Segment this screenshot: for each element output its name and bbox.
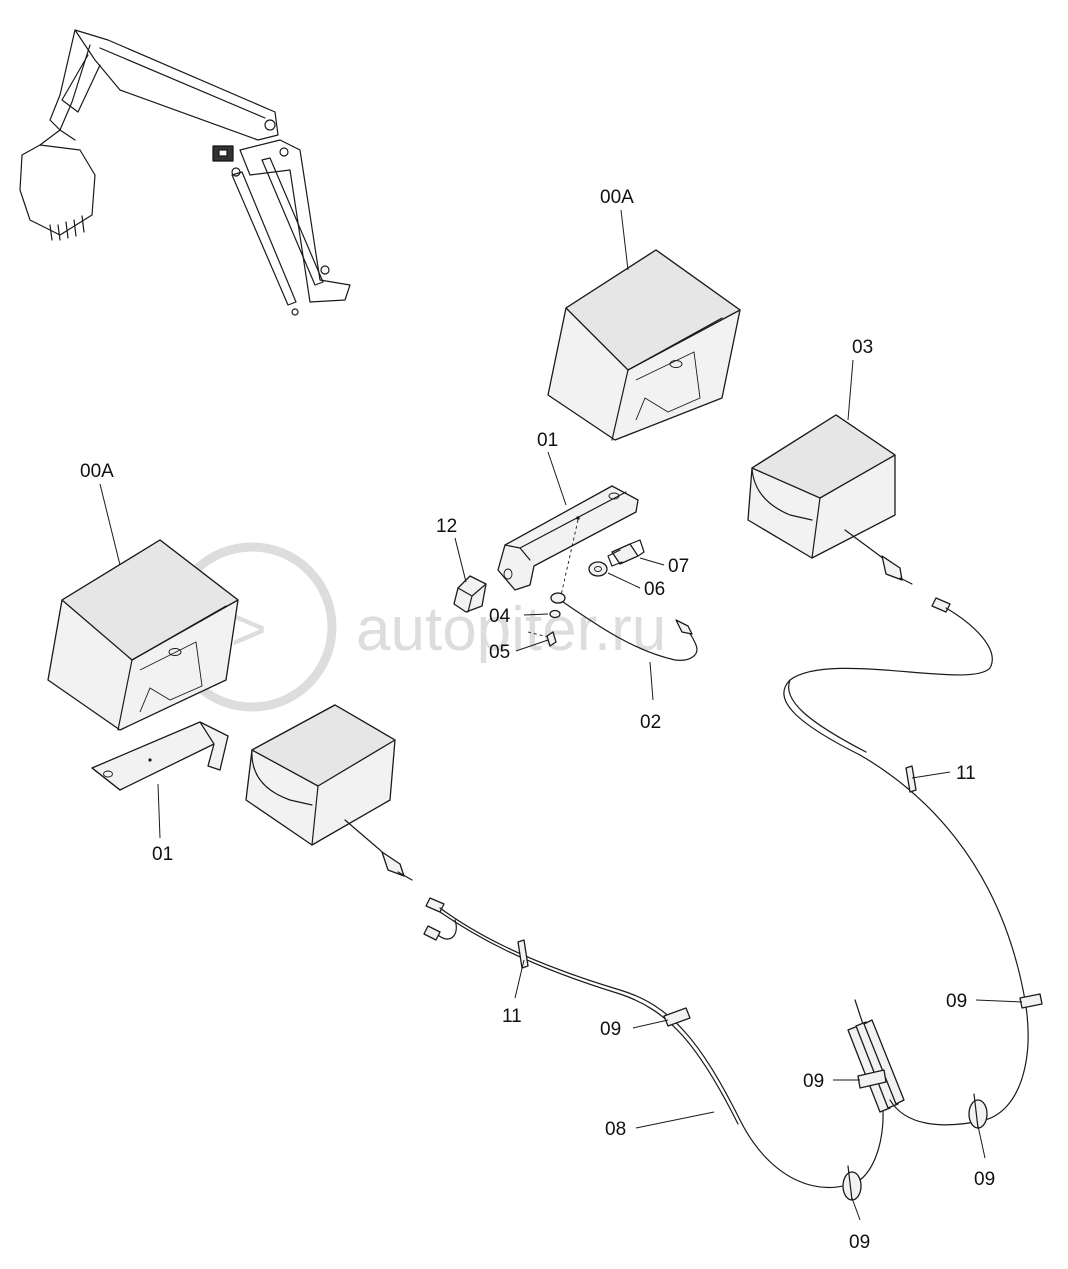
callout-clip-09-right-lower: 09 [974,1169,995,1190]
callout-clip-09-bottom: 09 [849,1232,870,1253]
clip-09-right-upper [1019,993,1043,1009]
callout-screw-05: 05 [489,642,510,663]
bracket-top [497,485,639,601]
callout-clip-09-bundle: 09 [803,1071,824,1092]
callout-clip-09-right-upper: 09 [946,991,967,1012]
callout-tie-11-left: 11 [502,1006,522,1027]
callout-bolt-07: 07 [668,556,689,577]
tie-11-right [905,765,917,793]
callout-module-03: 03 [852,337,873,358]
callout-cover-top: 00A [600,187,634,208]
callout-cover-left: 00A [80,461,114,482]
callout-labels: 00A 00A 01 01 12 07 06 04 05 02 03 11 11… [80,187,995,1253]
bracket-left [91,721,229,791]
wire-02 [550,592,698,661]
callout-washer-06: 06 [644,579,665,600]
callout-wire-02: 02 [640,712,661,733]
block-12 [453,575,487,613]
callout-washer-04: 04 [489,606,511,627]
module-03 [747,414,1029,1121]
clip-09-upper-left [663,1007,691,1027]
clip-09-right-lower [968,1093,988,1129]
clip-09-bottom [842,1165,862,1201]
cover-left [47,539,239,731]
washer-06 [588,561,608,577]
callout-bracket-top: 01 [537,430,558,451]
washer-04 [549,609,561,619]
bolt-07 [607,539,645,567]
leader-lines [99,209,1023,1221]
callout-block-12: 12 [436,516,457,537]
watermark-site-text: autopiter.ru [356,595,666,664]
callout-harness-08: 08 [605,1119,626,1140]
callout-bracket-left: 01 [152,844,173,865]
excavator-thumbnail [19,29,351,316]
cover-top [547,249,741,441]
clip-09-bundle [857,1069,887,1089]
callout-clip-09-upper-left: 09 [600,1019,621,1040]
module-left [245,704,884,1189]
tie-11-left [517,939,529,969]
harness-08 [847,999,986,1126]
callout-tie-11-right: 11 [956,763,976,784]
screw-05 [527,631,557,647]
